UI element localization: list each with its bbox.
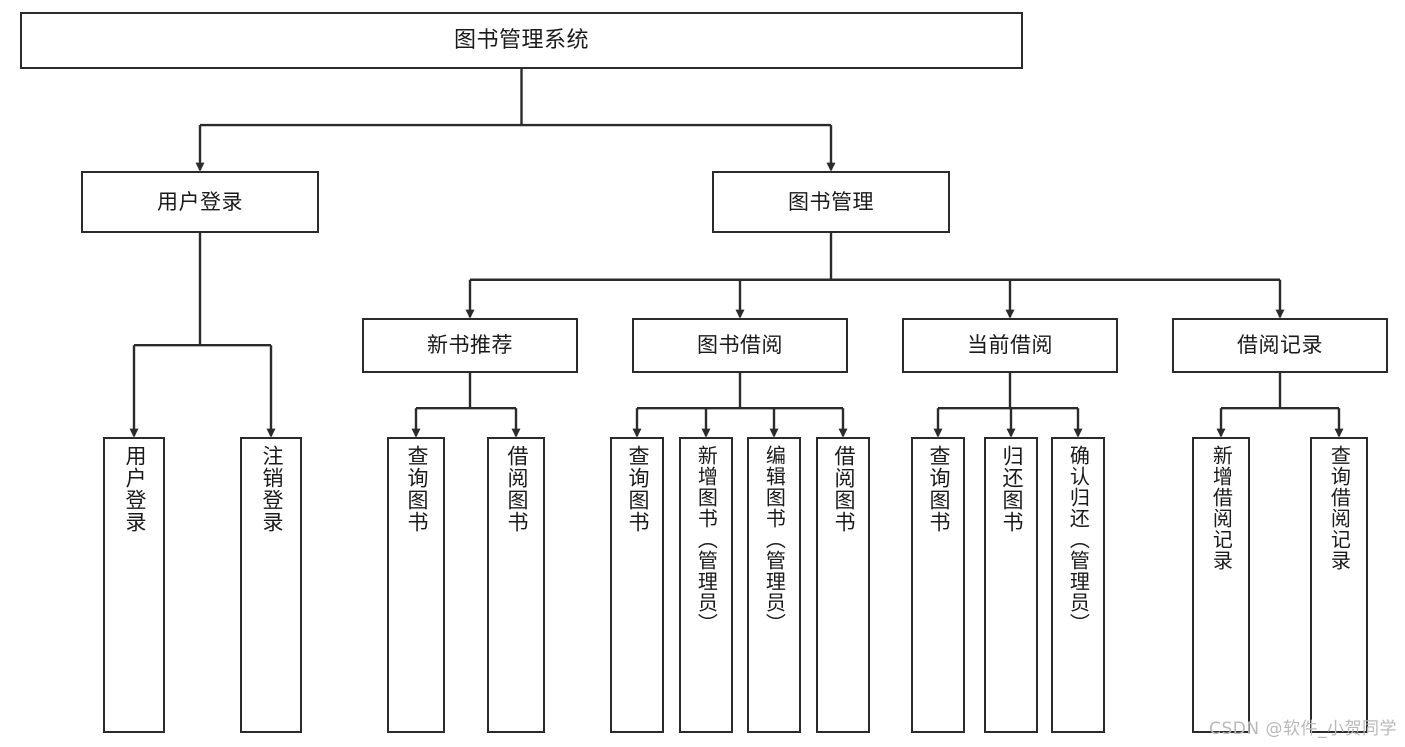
node-label-l-add: 新增图书（管理员）: [694, 445, 719, 634]
node-label-current: 当前借阅: [967, 333, 1053, 358]
node-label-l-logout: 注销登录: [259, 445, 284, 533]
node-records[interactable]: 借阅记录: [1172, 318, 1388, 373]
node-l-logout[interactable]: 注销登录: [240, 437, 302, 733]
node-label-l-queryrec: 查询借阅记录: [1327, 445, 1352, 571]
node-l-add[interactable]: 新增图书（管理员）: [679, 437, 733, 733]
node-l-query3[interactable]: 查询图书: [911, 437, 965, 733]
node-label-newbook: 新书推荐: [427, 333, 513, 358]
watermark-text: CSDN @软件_小贺同学: [1209, 719, 1397, 739]
node-label-l-login: 用户登录: [122, 445, 147, 533]
node-l-borrow1[interactable]: 借阅图书: [487, 437, 545, 733]
node-l-queryrec[interactable]: 查询借阅记录: [1310, 437, 1368, 733]
node-label-login: 用户登录: [157, 189, 243, 214]
node-label-l-edit: 编辑图书（管理员）: [762, 445, 787, 634]
node-l-borrow2[interactable]: 借阅图书: [816, 437, 870, 733]
node-current[interactable]: 当前借阅: [902, 318, 1118, 373]
node-label-records: 借阅记录: [1237, 333, 1323, 358]
node-label-l-borrow1: 借阅图书: [504, 445, 529, 533]
node-root[interactable]: 图书管理系统: [20, 12, 1023, 69]
node-label-l-addrec: 新增借阅记录: [1209, 445, 1234, 571]
node-label-l-borrow2: 借阅图书: [831, 445, 856, 533]
node-label-root: 图书管理系统: [453, 27, 589, 53]
node-label-l-return: 归还图书: [999, 445, 1024, 533]
node-login[interactable]: 用户登录: [81, 171, 319, 233]
node-l-query2[interactable]: 查询图书: [610, 437, 664, 733]
node-l-confirm[interactable]: 确认归还（管理员）: [1051, 437, 1105, 733]
node-label-bookmgmt: 图书管理: [788, 189, 874, 214]
node-label-l-query1: 查询图书: [404, 445, 429, 533]
node-label-l-query2: 查询图书: [625, 445, 650, 533]
node-label-borrow: 图书借阅: [697, 333, 783, 358]
node-bookmgmt[interactable]: 图书管理: [712, 171, 950, 233]
node-l-return[interactable]: 归还图书: [984, 437, 1038, 733]
node-l-addrec[interactable]: 新增借阅记录: [1192, 437, 1250, 733]
node-borrow[interactable]: 图书借阅: [632, 318, 848, 373]
node-l-login[interactable]: 用户登录: [103, 437, 165, 733]
node-label-l-query3: 查询图书: [926, 445, 951, 533]
node-label-l-confirm: 确认归还（管理员）: [1066, 445, 1091, 634]
node-newbook[interactable]: 新书推荐: [362, 318, 578, 373]
node-l-edit[interactable]: 编辑图书（管理员）: [747, 437, 801, 733]
node-l-query1[interactable]: 查询图书: [387, 437, 445, 733]
